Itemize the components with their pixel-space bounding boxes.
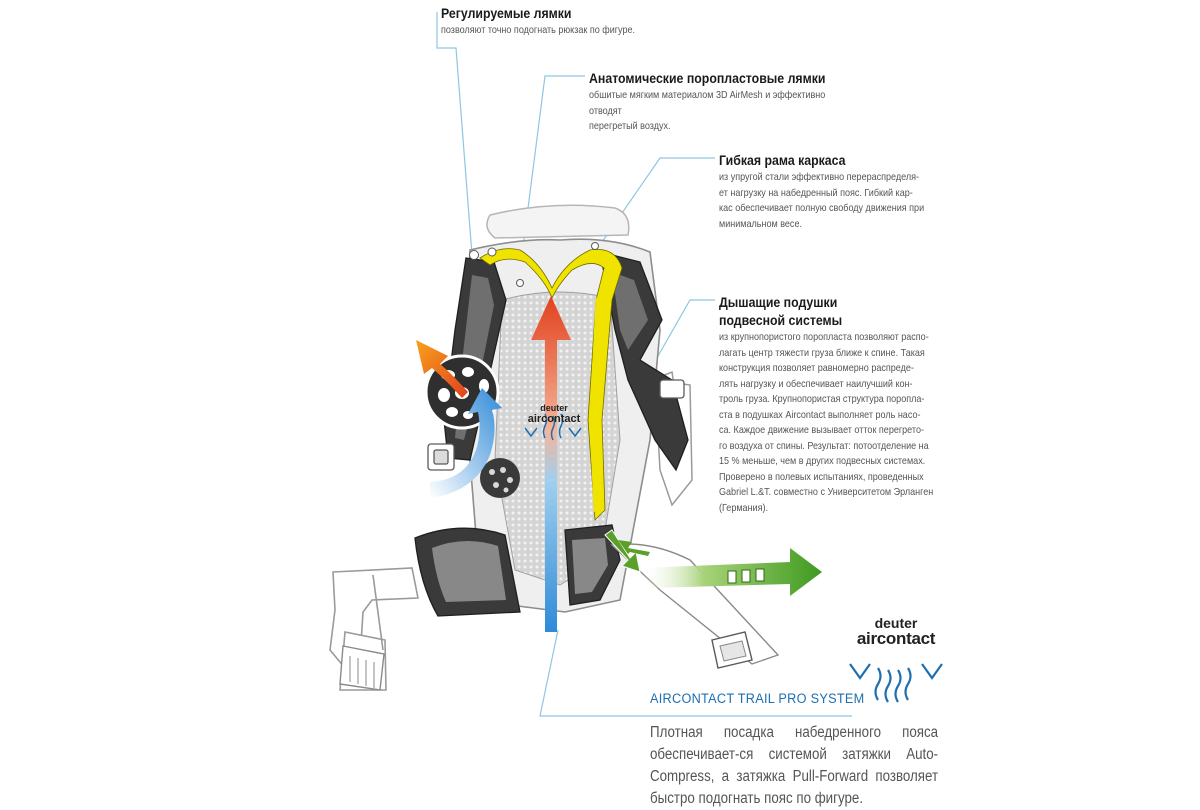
callout-description: из крупнопористого поропласта позволяют … — [719, 330, 941, 516]
callout-description: обшитые мягким материалом 3D AirMesh и э… — [589, 88, 856, 135]
compress-marks — [727, 568, 765, 584]
backpack-logo-product: aircontact — [527, 413, 581, 425]
callout-title: Анатомические поропластовые лямки — [589, 70, 826, 86]
aircontact-logo: deuter aircontact — [846, 616, 946, 648]
cool-air-arrow-icon — [430, 388, 502, 498]
backpack-logo-brand: deuter — [540, 403, 568, 413]
callout-description: позволяют точно подогнать рюкзак по фигу… — [441, 23, 635, 39]
sternum-buckles — [427, 379, 685, 471]
callout-breathing-cushions: Дышащие подушки подвесной системы из кру… — [719, 293, 977, 516]
logo-brand: deuter — [874, 615, 918, 631]
callout-line: (Германия). — [719, 501, 769, 514]
top-lid — [486, 204, 630, 239]
auto-compress-arrow — [604, 529, 641, 573]
callout-anatomic-straps: Анатомические поропластовые лямки обшиты… — [589, 69, 899, 135]
callout-flexible-frame: Гибкая рама каркаса из упругой стали эфф… — [719, 151, 981, 232]
callout-line: са. Каждое движение вызывает отток перег… — [719, 424, 924, 436]
callout-title: Регулируемые лямки — [441, 5, 572, 21]
callout-line: лагать центр тяжести груза ближе к спине… — [719, 346, 925, 359]
callout-line: из упругой стали эффективно перераспреде… — [719, 171, 920, 183]
logo-product: aircontact — [856, 629, 936, 648]
callout-line: минимальном весе. — [719, 217, 802, 230]
callout-title: Дышащие подушки подвесной системы — [719, 294, 843, 328]
callout-line: ста в подушках Aircontact выполняет роль… — [719, 408, 921, 421]
callout-adjustable-straps: Регулируемые лямки позволяют точно подог… — [441, 4, 667, 39]
callout-line: 15 % меньше, чем в других подвесных сист… — [719, 455, 926, 467]
heat-waves-icon — [849, 663, 943, 703]
hip-buckle-left — [339, 645, 385, 691]
leader-line-straps — [436, 12, 473, 256]
callout-line: го воздуха от спины. Результат: потоотде… — [719, 439, 929, 452]
back-mesh — [494, 291, 621, 586]
callout-title: Гибкая рама каркаса — [719, 152, 846, 168]
backpack-logo — [524, 413, 582, 441]
callout-line: Gabriel L.&T. совместно с Университетом … — [719, 486, 934, 498]
callout-description: из упругой стали эффективно перераспреде… — [719, 170, 944, 232]
callout-line: кас обеспечивает полную свободу движения… — [719, 202, 925, 214]
leader-line-anatomic — [521, 75, 585, 256]
system-name: AIRCONTACT TRAIL PRO SYSTEM — [650, 691, 865, 706]
foam-cushion-lower — [480, 458, 520, 498]
callout-line: Проверено в полевых испытаниях, проведен… — [719, 470, 924, 483]
callout-line: из крупнопористого поропласта позволяют … — [719, 331, 929, 343]
warm-air-arrow-icon — [416, 340, 468, 398]
callout-line: троль груза. Крупнопористая структура по… — [719, 393, 925, 405]
callout-line: обшитые мягким материалом 3D AirMesh и э… — [589, 89, 826, 117]
callout-line: позволяют точно подогнать рюкзак по фигу… — [441, 24, 636, 36]
callout-line: ет нагрузку на набедренный пояс. Гибкий … — [719, 186, 913, 199]
callout-line: конструкция позволяет равномерно распред… — [719, 362, 914, 374]
callout-line: перегретый воздух. — [589, 120, 671, 132]
hip-belt-description: Плотная посадка набедренного пояса обесп… — [650, 724, 939, 807]
leader-line-system — [539, 629, 852, 717]
backpack-logo-text: deuter aircontact — [522, 403, 586, 425]
frame-nodes — [469, 242, 599, 287]
air-channel-arrow — [531, 296, 571, 632]
callout-line: лять нагрузку и обеспечивает наилучший к… — [719, 377, 913, 390]
